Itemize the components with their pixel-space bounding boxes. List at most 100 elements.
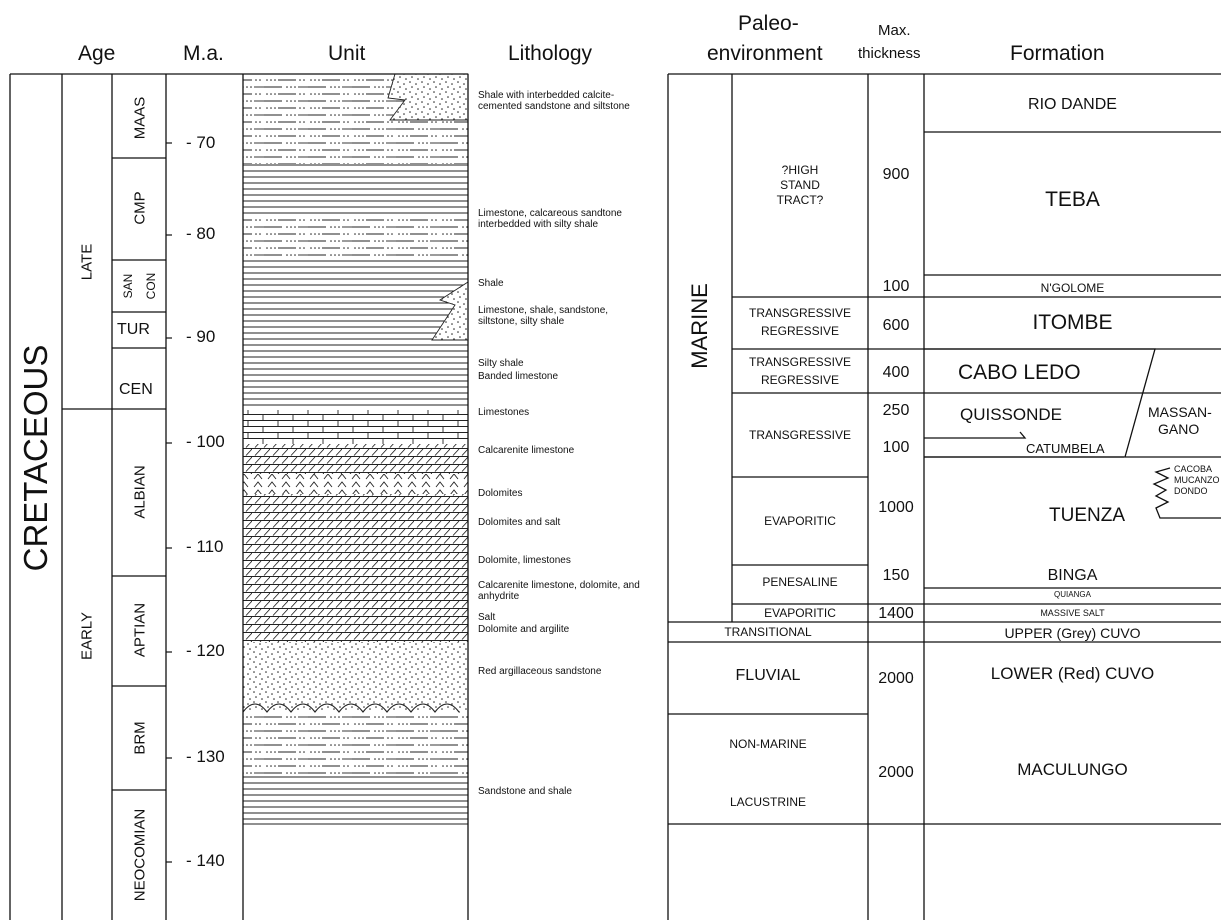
stage-con: CON bbox=[144, 272, 158, 300]
paleo-fluvial: FLUVIAL bbox=[735, 667, 801, 684]
epoch-late: LATE bbox=[78, 243, 96, 281]
stage-aptian: APTIAN bbox=[131, 602, 149, 658]
paleo-tr2-b: REGRESSIVE bbox=[760, 373, 840, 387]
header-unit: Unit bbox=[328, 42, 366, 65]
thickness-150: 150 bbox=[882, 567, 910, 584]
paleo-penesaline: PENESALINE bbox=[762, 575, 838, 589]
ma-120: - 120 bbox=[186, 641, 225, 660]
table-frame bbox=[9, 73, 1221, 920]
thickness-100-a: 100 bbox=[882, 278, 910, 295]
lithology-13: Dolomite and argilite bbox=[478, 624, 570, 635]
paleo-tr1-a: TRANSGRESSIVE bbox=[748, 306, 852, 320]
header-ma: M.a. bbox=[183, 42, 224, 65]
paleo-marine: MARINE bbox=[687, 283, 712, 369]
formation-dondo: DONDO bbox=[1174, 486, 1208, 496]
ma-90: - 90 bbox=[186, 327, 216, 346]
formation-rio-dande: RIO DANDE bbox=[1028, 96, 1117, 113]
stage-tur: TUR bbox=[117, 321, 150, 338]
thickness-100-b: 100 bbox=[882, 439, 910, 456]
formation-upper-cuvo: UPPER (Grey) CUVO bbox=[1004, 625, 1141, 641]
ma-110: - 110 bbox=[186, 537, 224, 556]
thickness-600: 600 bbox=[882, 317, 910, 334]
lithology-4: Limestone, shale, sandstone, siltstone, … bbox=[478, 305, 609, 327]
layer-shale-2 bbox=[243, 260, 468, 410]
thickness-2000-a: 2000 bbox=[878, 670, 914, 687]
period-label: CRETACEOUS bbox=[17, 344, 54, 572]
paleo-high-stand: ?HIGH STAND TRACT? bbox=[776, 163, 824, 207]
lithology-12: Salt bbox=[478, 612, 496, 623]
layer-sandstone bbox=[243, 642, 468, 710]
layer-evaporite bbox=[243, 474, 468, 494]
unit-column-layers bbox=[242, 73, 469, 825]
formation-catumbela: CATUMBELA bbox=[1026, 441, 1105, 456]
ma-130: - 130 bbox=[186, 747, 225, 766]
formation-teba: TEBA bbox=[1045, 188, 1100, 211]
formation-mucanzo: MUCANZO bbox=[1174, 475, 1220, 485]
layer-dolomite-2 bbox=[243, 494, 468, 642]
paleo-lacustrine: LACUSTRINE bbox=[729, 795, 806, 809]
formation-massangano-a: MASSAN- bbox=[1148, 404, 1212, 420]
lithology-7: Calcarenite limestone bbox=[478, 445, 575, 456]
lithology-8: Dolomites bbox=[478, 488, 523, 499]
formation-massangano-b: GANO bbox=[1158, 421, 1200, 437]
lithology-11: Calcarenite limestone, dolomite, and anh… bbox=[478, 580, 640, 602]
header-age: Age bbox=[78, 42, 116, 65]
paleo-evaporitic: EVAPORITIC bbox=[764, 514, 836, 528]
paleo-transgressive: TRANSGRESSIVE bbox=[748, 428, 852, 442]
lithology-2: Limestone, calcareous sandtone interbedd… bbox=[478, 208, 622, 230]
stage-maas: MAAS bbox=[131, 96, 149, 140]
header-formation: Formation bbox=[1010, 42, 1105, 65]
thickness-400: 400 bbox=[882, 364, 910, 381]
stage-neocomian: NEOCOMIAN bbox=[131, 808, 149, 902]
formation-itombe: ITOMBE bbox=[1032, 311, 1113, 334]
formation-massive-salt: MASSIVE SALT bbox=[1040, 608, 1105, 618]
lithology-14: Red argillaceous sandstone bbox=[478, 666, 602, 677]
stage-albian: ALBIAN bbox=[131, 465, 149, 519]
lithology-6: Limestones bbox=[478, 407, 530, 418]
stage-cmp: CMP bbox=[131, 191, 149, 225]
ma-80: - 80 bbox=[186, 224, 216, 243]
formation-binga: BINGA bbox=[1047, 567, 1098, 584]
header-thickness-2: thickness bbox=[858, 45, 921, 62]
paleo-transitional: TRANSITIONAL bbox=[724, 625, 812, 639]
lithology-5a: Silty shale bbox=[478, 358, 524, 369]
header-paleo-2: environment bbox=[707, 42, 823, 65]
epoch-early: EARLY bbox=[78, 611, 96, 661]
lithology-15: Sandstone and shale bbox=[478, 786, 572, 797]
thickness-1400: 1400 bbox=[878, 605, 914, 622]
paleo-evaporitic-2: EVAPORITIC bbox=[764, 606, 836, 620]
thickness-900: 900 bbox=[882, 166, 910, 183]
formation-cabo-ledo: CABO LEDO bbox=[958, 361, 1081, 384]
formation-quissonde: QUISSONDE bbox=[960, 405, 1063, 424]
cabo-ledo-contact bbox=[924, 348, 1156, 458]
layer-silty-shale-2 bbox=[243, 216, 468, 260]
stage-san: SAN bbox=[121, 273, 135, 299]
paleo-tr1-b: REGRESSIVE bbox=[760, 324, 840, 338]
layer-silty-shale-3 bbox=[243, 716, 468, 774]
ma-140: - 140 bbox=[186, 851, 225, 870]
unconformity bbox=[242, 703, 460, 713]
formation-maculungo: MACULUNGO bbox=[1017, 760, 1128, 779]
thickness-2000-b: 2000 bbox=[878, 764, 914, 781]
thickness-250: 250 bbox=[882, 402, 910, 419]
formation-ngolome: N'GOLOME bbox=[1040, 281, 1105, 295]
lithology-10: Dolomite, limestones bbox=[478, 555, 571, 566]
ma-ticks bbox=[166, 142, 172, 863]
thickness-1000: 1000 bbox=[878, 499, 914, 516]
formation-tuenza: TUENZA bbox=[1049, 505, 1125, 526]
formation-cacoba: CACOBA bbox=[1174, 464, 1213, 474]
paleo-non-marine: NON-MARINE bbox=[729, 737, 807, 751]
lithology-5b: Banded limestone bbox=[478, 371, 559, 382]
header-lithology: Lithology bbox=[508, 42, 593, 65]
stage-brm: BRM bbox=[131, 721, 149, 755]
paleo-tr2-a: TRANSGRESSIVE bbox=[748, 355, 852, 369]
header-paleo-1: Paleo- bbox=[738, 12, 799, 35]
ma-100: - 100 bbox=[186, 432, 225, 451]
layer-dolomite-1 bbox=[243, 444, 468, 474]
layer-shale-3 bbox=[243, 774, 468, 824]
lithology-1: Shale with interbedded calcite-cemented … bbox=[478, 90, 630, 112]
cacoba-tongue bbox=[1152, 467, 1221, 519]
lithology-9: Dolomites and salt bbox=[478, 517, 561, 528]
layer-shale-1 bbox=[243, 164, 468, 216]
